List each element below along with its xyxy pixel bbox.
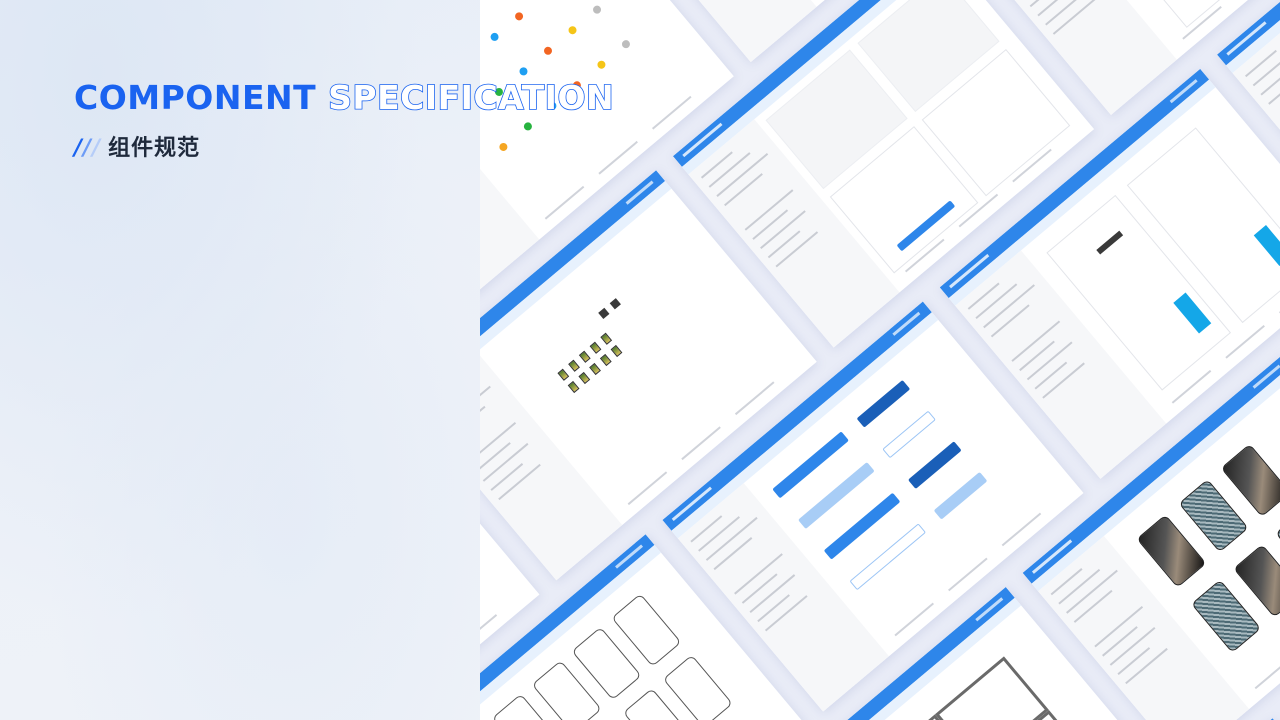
title-outline: SPECIFICATION	[327, 77, 615, 118]
title-solid: COMPONENT	[74, 78, 317, 117]
page-subtitle: / / / 组件规范	[74, 134, 200, 164]
subtitle-text: 组件规范	[108, 136, 201, 161]
left-panel	[0, 0, 480, 720]
page-title: COMPONENT SPECIFICATION	[74, 77, 615, 118]
component-boards-collage	[480, 0, 1280, 720]
slashes-decoration-icon: / / /	[74, 136, 101, 161]
